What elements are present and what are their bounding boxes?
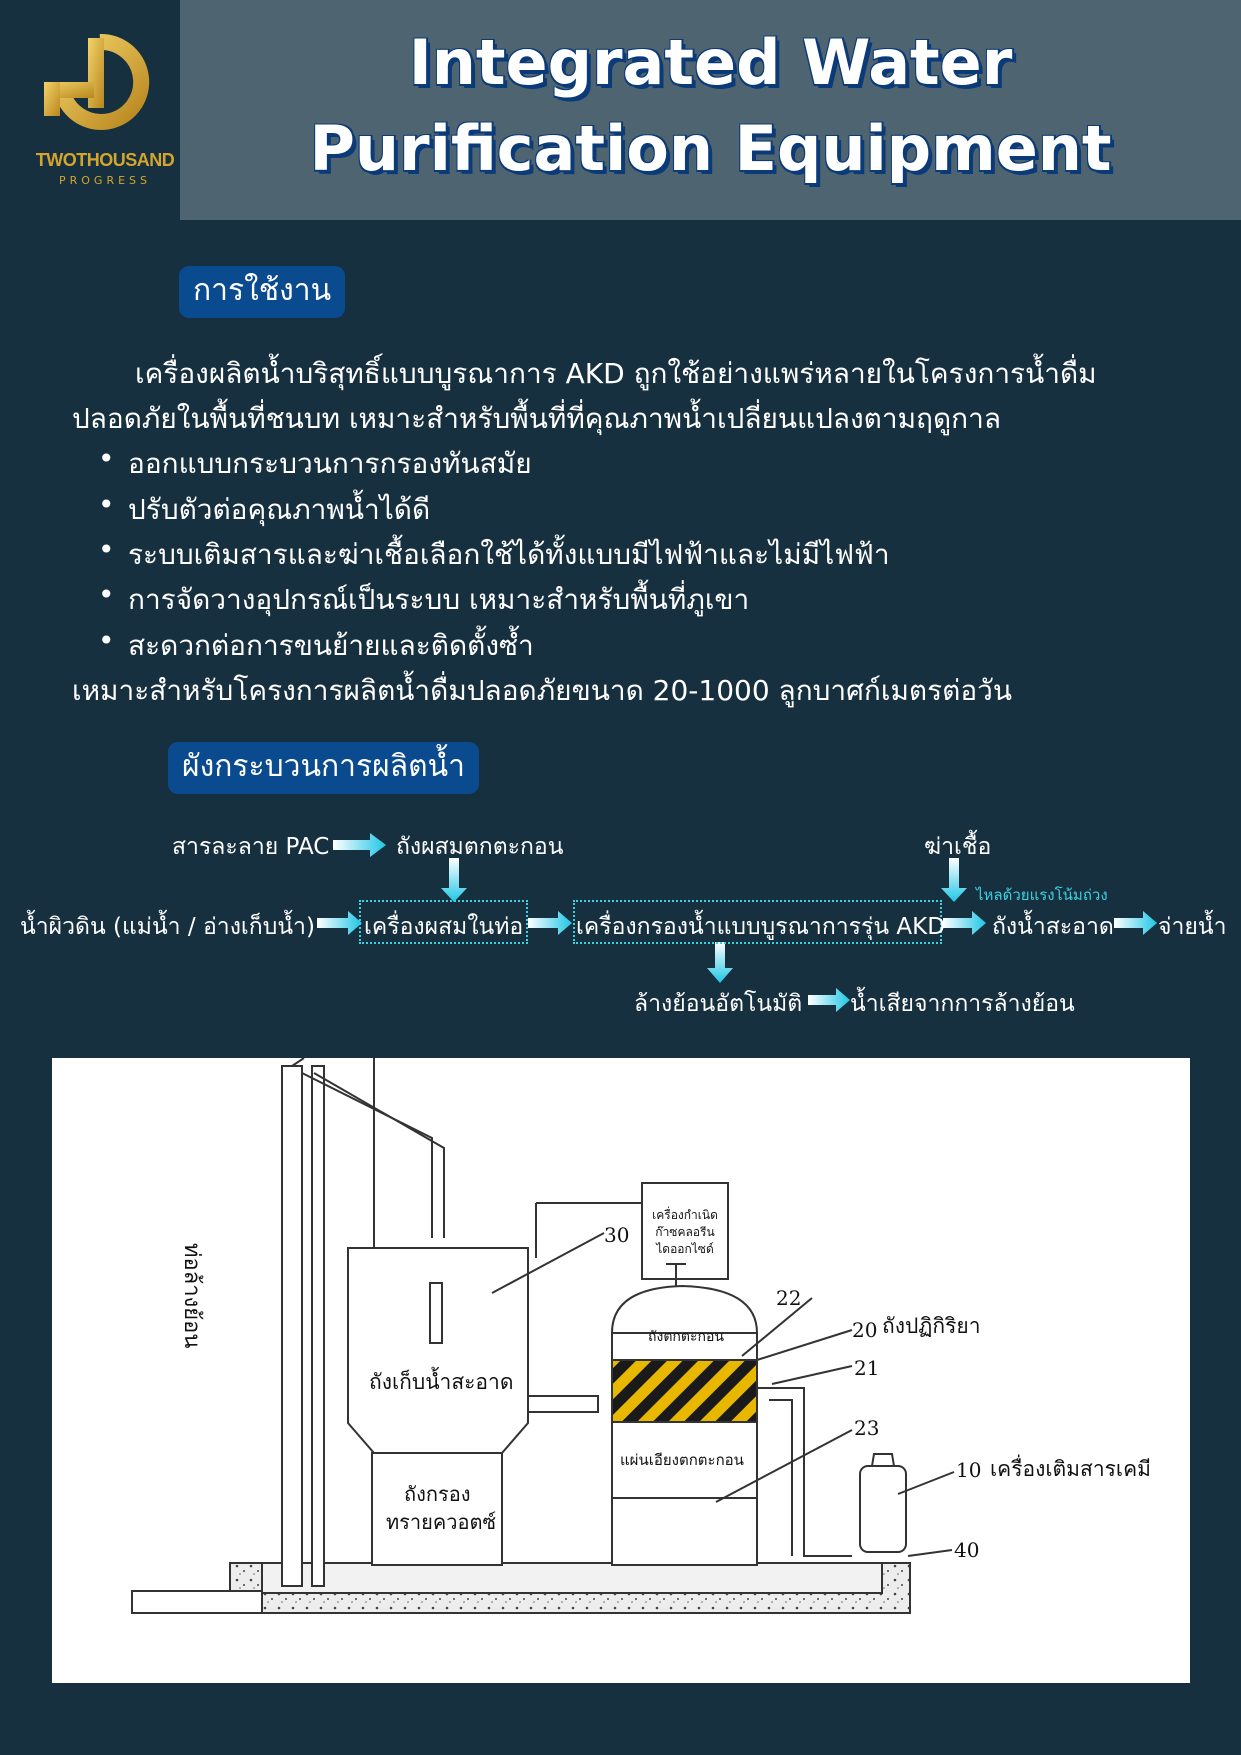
flow-clean-tank: ถังน้ำสะอาด	[992, 914, 1114, 940]
label-number-22: 22	[776, 1286, 802, 1310]
label-chlorine-gen-1: เครื่องกำเนิด	[652, 1208, 718, 1222]
flow-filter-box	[573, 900, 942, 944]
arrow-mixer-to-filter	[528, 911, 572, 935]
label-sand-filter-2: ทรายควอตซ์	[386, 1506, 497, 1538]
flow-filter: เครื่องกรองน้ำแบบบูรณาการรุ่น AKD	[576, 914, 945, 940]
label-number-20: 20	[852, 1318, 878, 1342]
label-number-23: 23	[854, 1416, 880, 1440]
flow-heading: ผังกระบวนการผลิตน้ำ	[168, 742, 479, 794]
flow-distribute: จ่ายน้ำ	[1158, 914, 1227, 940]
flow-pac: สารละลาย PAC	[172, 834, 330, 860]
arrow-filter-down	[707, 942, 733, 983]
flow-pipe-mixer-box	[359, 900, 528, 944]
arrow-backwash-to-waste	[808, 988, 850, 1012]
brand-tagline: PROGRESS	[58, 174, 152, 187]
label-number-10: 10	[956, 1458, 982, 1482]
label-clean-storage: ถังเก็บน้ำสะอาด	[369, 1370, 514, 1394]
label-incline-plate: แผ่นเอียงตกตะกอน	[620, 1451, 744, 1469]
header-banner: Integrated Water Purification Equipment	[180, 0, 1241, 220]
brand-logo-icon	[44, 33, 150, 130]
label-chlorine-gen-2: ก๊าซคลอรีน	[655, 1225, 715, 1239]
usage-bullet: สะดวกต่อการขนย้ายและติดตั้งซ้ำ	[98, 624, 534, 668]
label-chlorine-gen-3: ไดออกไซด์	[656, 1242, 714, 1256]
arrow-mix-down	[441, 858, 467, 902]
flow-disinfect: ฆ่าเชื้อ	[924, 834, 992, 860]
arrow-tank-to-distribute	[1114, 911, 1157, 935]
usage-bullet: ออกแบบกระบวนการกรองทันสมัย	[98, 442, 532, 486]
usage-bullet: การจัดวางอุปกรณ์เป็นระบบ เหมาะสำหรับพื้น…	[98, 578, 749, 622]
flow-arrows	[317, 833, 1157, 1012]
flow-pipe-mixer: เครื่องผสมในท่อ	[364, 914, 524, 940]
label-number-30: 30	[604, 1223, 630, 1247]
label-backwash-pipe: ท่อล้างย้อน	[179, 1243, 204, 1349]
flow-mix-tank: ถังผสมตกตะกอน	[396, 834, 564, 860]
usage-closing: เหมาะสำหรับโครงการผลิตน้ำดื่มปลอดภัยขนาด…	[72, 674, 1012, 707]
brand-name: TWOTHOUSAND	[35, 150, 175, 170]
equipment-drawing: ท่อล้างย้อน ถังเก็บน้ำสะอาด ถังกรอง ทราย…	[52, 1058, 1190, 1683]
arrow-filter-to-tank	[943, 911, 986, 935]
usage-heading: การใช้งาน	[179, 266, 346, 318]
arrow-pac-to-mix	[333, 833, 386, 857]
arrow-source-to-mixer	[317, 911, 362, 935]
equipment-schematic	[131, 1058, 955, 1614]
label-chem-doser: เครื่องเติมสารเคมี	[990, 1457, 1151, 1481]
label-number-21: 21	[854, 1356, 880, 1380]
flow-backwash: ล้างย้อนอัตโนมัติ	[634, 991, 803, 1017]
usage-intro-line-2: ปลอดภัยในพื้นที่ชนบท เหมาะสำหรับพื้นที่ท…	[72, 402, 1002, 435]
page-title-line-2: Purification Equipment	[309, 112, 1112, 185]
label-sand-filter-1: ถังกรอง	[404, 1482, 471, 1506]
logo-area: TWOTHOUSAND PROGRESS	[0, 0, 180, 220]
flow-gravity-note: ไหลด้วยแรงโน้มถ่วง	[976, 886, 1108, 904]
usage-bullet: ระบบเติมสารและฆ่าเชื้อเลือกใช้ได้ทั้งแบบ…	[98, 533, 890, 577]
label-number-40: 40	[954, 1538, 980, 1562]
usage-bullet: ปรับตัวต่อคุณภาพน้ำได้ดี	[98, 488, 430, 532]
usage-intro-line-1: เครื่องผลิตน้ำบริสุทธิ์แบบบูรณาการ AKD ถ…	[135, 357, 1097, 390]
label-settling-tank: ถังตกตะกอน	[648, 1329, 724, 1345]
label-reaction-tank: ถังปฏิกิริยา	[882, 1314, 981, 1338]
arrow-disinfect-down	[941, 858, 967, 902]
flow-source: น้ำผิวดิน (แม่น้ำ / อ่างเก็บน้ำ)	[20, 914, 315, 940]
flow-wastewater: น้ำเสียจากการล้างย้อน	[850, 991, 1075, 1017]
page-title-line-1: Integrated Water	[408, 26, 1013, 99]
